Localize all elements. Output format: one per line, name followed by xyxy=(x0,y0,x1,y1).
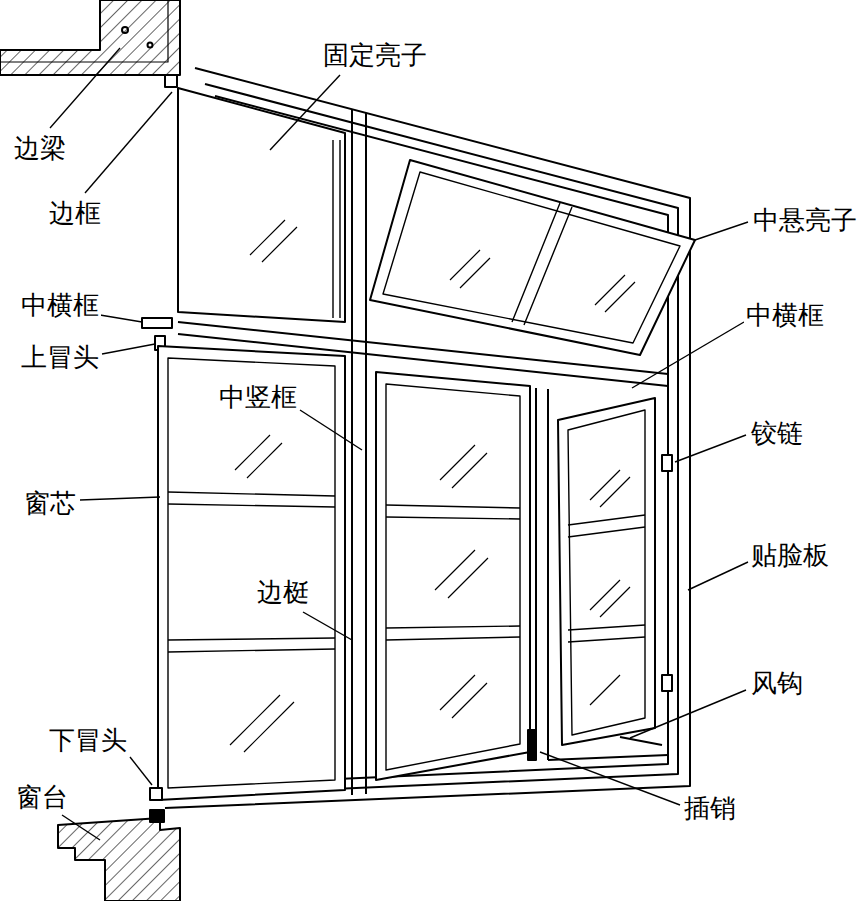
right-sash xyxy=(590,470,630,705)
pivot-transom xyxy=(370,160,695,355)
pivot-transom xyxy=(450,250,635,312)
window-frame xyxy=(165,68,690,808)
part-label: 窗台 xyxy=(14,782,70,812)
window-frame xyxy=(165,75,177,87)
leader-line xyxy=(102,344,155,354)
window-sill xyxy=(58,818,180,901)
right-sash xyxy=(558,398,655,745)
left-sash xyxy=(168,358,335,788)
part-label: 风钩 xyxy=(749,668,805,698)
right-sash xyxy=(620,737,662,745)
window-frame xyxy=(352,109,366,795)
leader-line xyxy=(695,222,748,240)
part-label: 边框 xyxy=(47,198,103,228)
part-label: 贴脸板 xyxy=(749,540,831,570)
edge-beam xyxy=(148,43,153,48)
edge-beam xyxy=(0,0,180,75)
pivot-transom xyxy=(370,160,695,355)
right-sash xyxy=(662,455,672,471)
leader-line xyxy=(300,410,362,450)
leader-line xyxy=(270,75,340,150)
fixed-transom xyxy=(178,88,345,322)
pivot-transom xyxy=(383,172,680,343)
leader-line xyxy=(50,48,120,128)
leader-line xyxy=(100,315,142,322)
fixed-transom xyxy=(250,220,297,262)
leader-line xyxy=(303,612,352,640)
left-sash xyxy=(168,492,335,652)
right-sash xyxy=(558,398,672,745)
window-frame xyxy=(536,388,668,760)
middle-sash xyxy=(376,372,530,780)
leader-line xyxy=(130,757,152,785)
middle-sash xyxy=(528,730,536,760)
leader-line xyxy=(80,497,160,500)
left-sash xyxy=(150,788,162,800)
part-label: 中悬亮子 xyxy=(751,205,859,235)
leader-line xyxy=(540,752,680,805)
middle-sash xyxy=(435,445,488,718)
part-label: 中横框 xyxy=(19,290,101,320)
part-label: 固定亮子 xyxy=(321,40,429,70)
right-sash xyxy=(662,675,672,691)
part-label: 上冒头 xyxy=(19,342,101,372)
edge-beam xyxy=(0,0,180,75)
part-label: 边梁 xyxy=(12,133,68,163)
part-label: 插销 xyxy=(682,793,738,823)
leader-line xyxy=(675,435,746,462)
leader-line xyxy=(85,92,172,193)
left-sash xyxy=(158,346,345,800)
fixed-transom xyxy=(178,88,345,322)
leader-line xyxy=(630,690,746,738)
window-sill xyxy=(58,810,180,901)
edge-beam xyxy=(122,27,128,33)
leader-line xyxy=(62,815,100,840)
right-sash xyxy=(568,515,645,642)
edge-beam xyxy=(0,0,168,62)
middle-sash xyxy=(376,372,536,780)
window-frame xyxy=(142,318,172,328)
part-label: 中竖框 xyxy=(217,382,299,412)
part-label: 窗芯 xyxy=(22,488,78,518)
fixed-transom xyxy=(333,140,340,318)
svg-defs xyxy=(0,0,748,901)
part-label: 边梃 xyxy=(255,577,311,607)
middle-sash xyxy=(386,384,520,770)
part-label: 铰链 xyxy=(749,418,805,448)
window-sill xyxy=(150,810,164,822)
part-label: 下冒头 xyxy=(47,725,129,755)
right-sash xyxy=(568,410,645,735)
part-label: 中横框 xyxy=(744,300,826,330)
leader-line xyxy=(632,322,744,388)
left-sash xyxy=(150,346,345,800)
leader-line xyxy=(50,48,748,840)
pivot-transom xyxy=(512,203,572,325)
leader-line xyxy=(688,562,748,590)
